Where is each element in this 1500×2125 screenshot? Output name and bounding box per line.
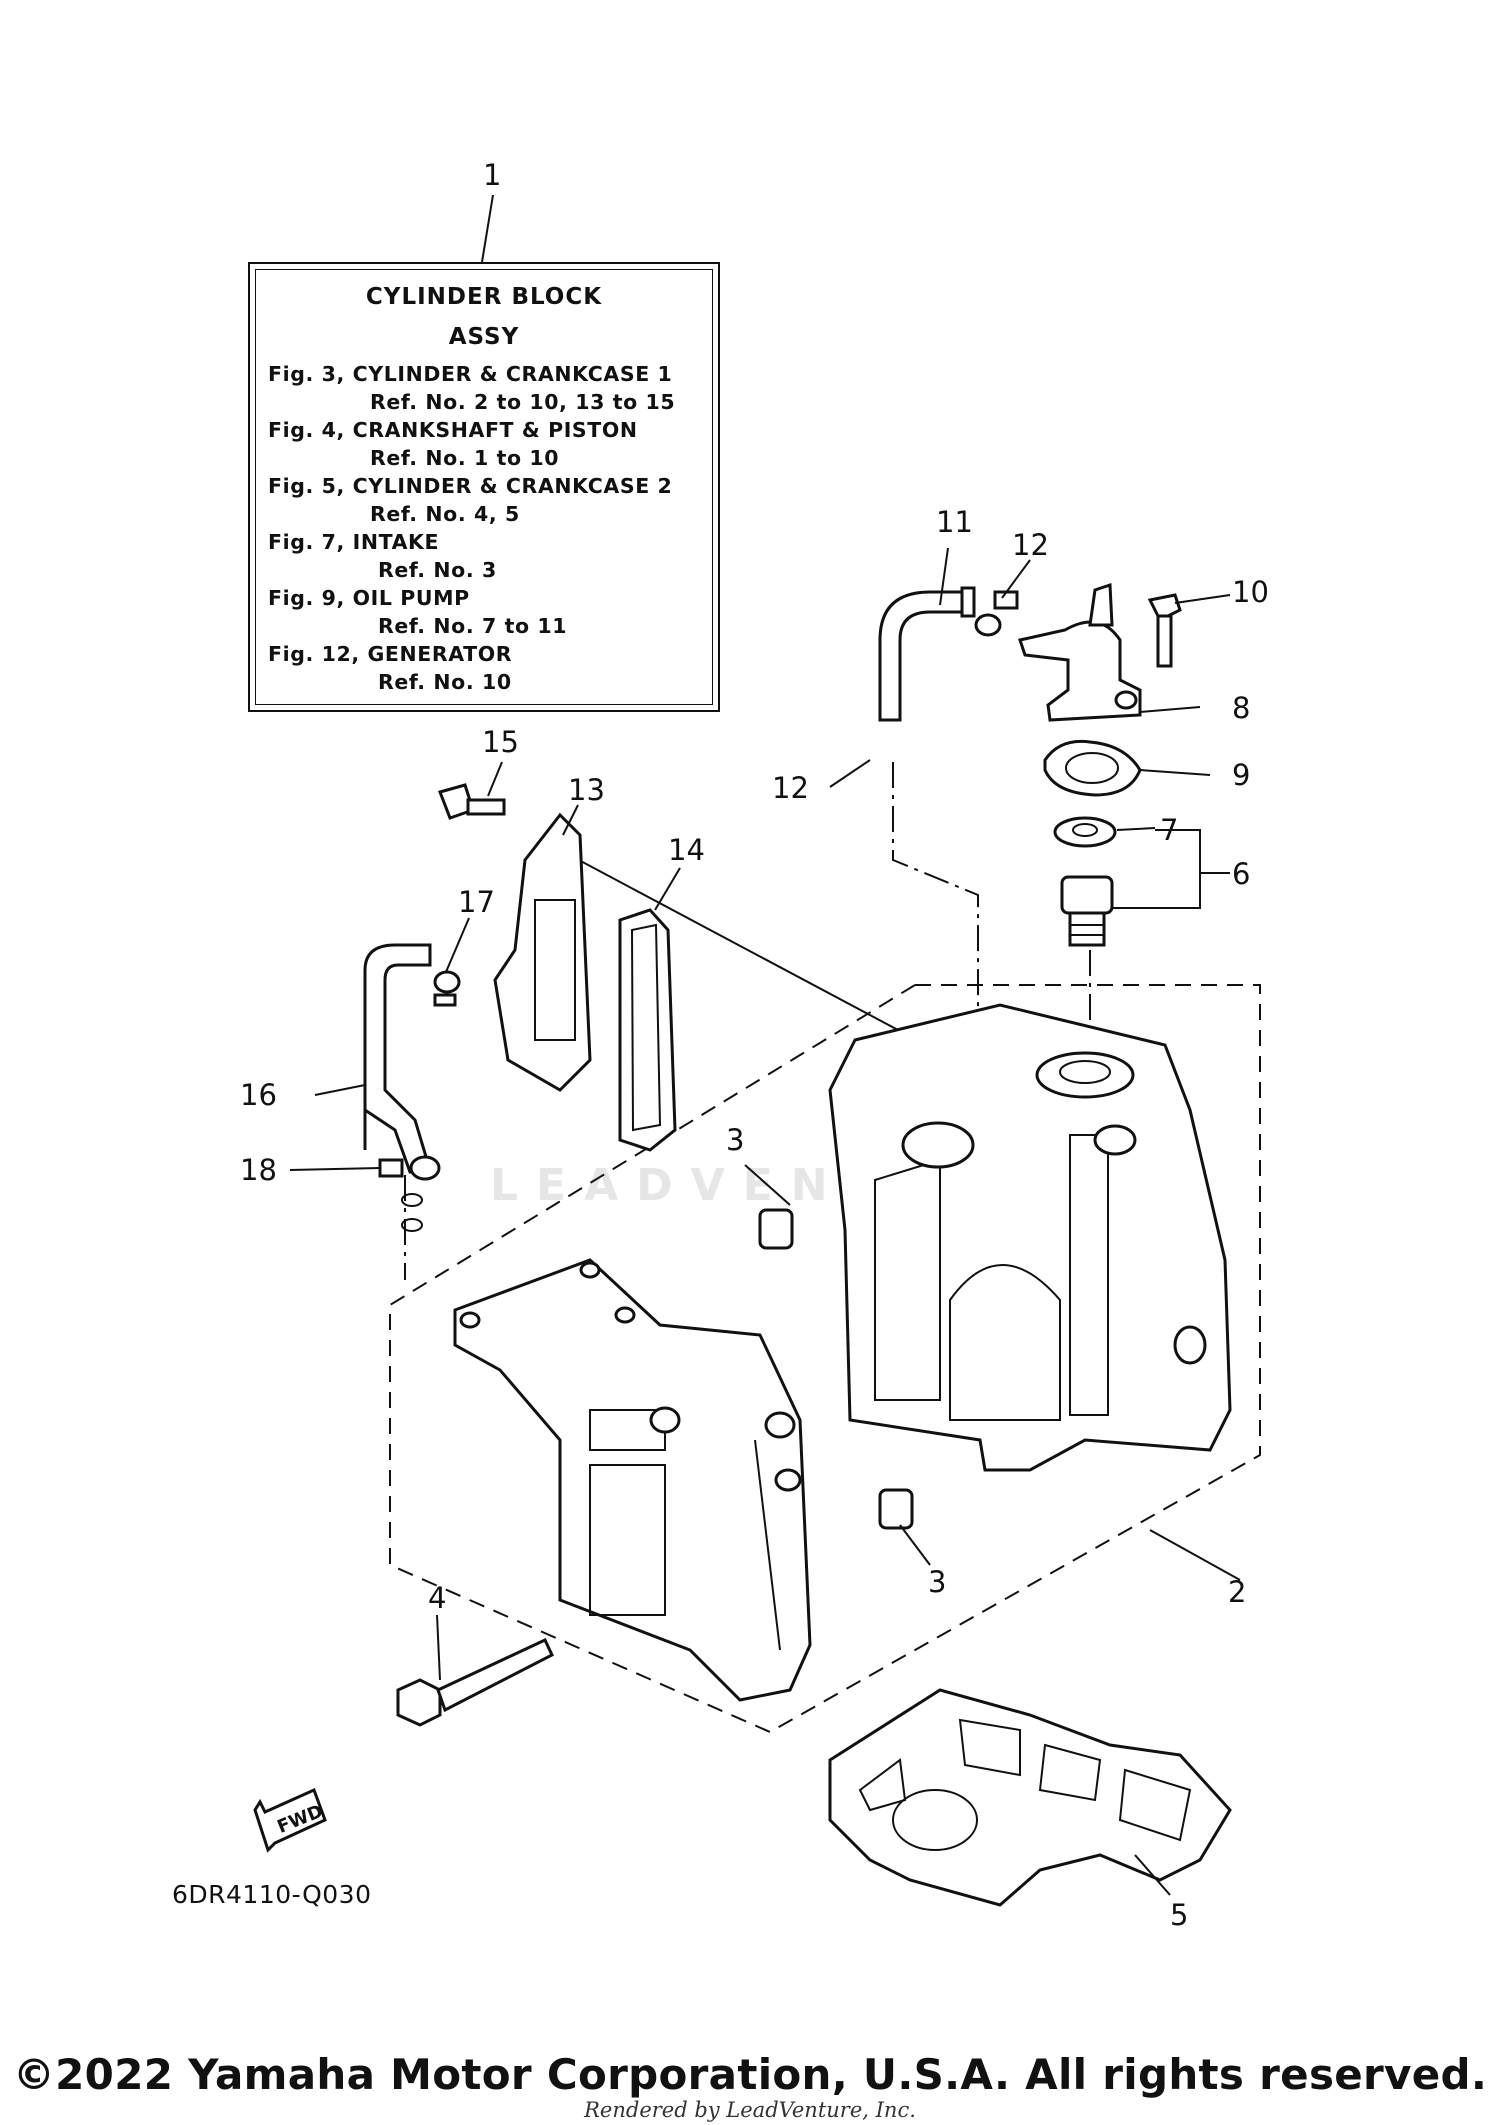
callout-8: 8 [1232,691,1250,725]
cylinder-block-2 [828,1003,1232,1472]
diagram-code: 6DR4110-Q030 [172,1880,372,1909]
copyright-notice: ©2022 Yamaha Motor Corporation, U.S.A. A… [12,2050,1488,2099]
fig-ref-line: Fig. 5, CYLINDER & CRANKCASE 2 [268,474,673,498]
info-box-subtitle: ASSY [448,324,520,350]
gasket-14 [618,908,677,1152]
thermostat-6 [1060,875,1114,947]
crankcase [453,1258,812,1702]
callout-1: 1 [483,158,501,192]
callout-16: 16 [240,1078,277,1112]
callout-6: 6 [1232,857,1250,891]
callout-3-upper: 3 [726,1123,744,1157]
callout-12-upper: 12 [1012,528,1049,562]
cover-13 [493,812,592,1092]
ref-line: Ref. No. 10 [378,670,512,694]
fig-ref-line: Fig. 4, CRANKSHAFT & PISTON [268,418,638,442]
hose-16 [363,943,432,1174]
bolt-10 [1147,593,1182,668]
callout-13: 13 [568,773,605,807]
callout-12-lower: 12 [772,771,809,805]
clip-12-upper [974,590,1019,637]
callout-18: 18 [240,1153,277,1187]
assembly-outline-block [389,984,1261,1734]
callout-15: 15 [482,725,519,759]
callout-10: 10 [1232,575,1269,609]
ref-line: Ref. No. 1 to 10 [370,446,560,470]
callout-7: 7 [1160,813,1178,847]
dowel-3-upper [758,1208,794,1250]
clip-17 [433,970,461,1007]
bolt-15 [438,783,506,820]
chain-line-12 [892,762,979,1040]
callout-2: 2 [1228,1575,1246,1609]
thermostat-cover-8 [1018,582,1142,722]
fig-ref-line: Fig. 7, INTAKE [268,530,440,554]
ref-line: Ref. No. 3 [378,558,497,582]
fig-ref-line: Fig. 3, CYLINDER & CRANKCASE 1 [268,362,673,386]
info-box-title: CYLINDER BLOCK [365,284,603,310]
assembly-info-box: CYLINDER BLOCK ASSY Fig. 3, CYLINDER & C… [248,262,720,712]
clip-18 [378,1155,441,1232]
callout-17: 17 [458,885,495,919]
bolt-axis-15 [559,849,946,1056]
callout-11: 11 [936,505,973,539]
ref-line: Ref. No. 4, 5 [370,502,520,526]
ref-line: Ref. No. 7 to 11 [378,614,568,638]
seal-7 [1053,816,1117,848]
rendered-by-note: Rendered by LeadVenture, Inc. [584,2098,916,2122]
callout-5: 5 [1170,1898,1188,1932]
callout-3-lower: 3 [928,1565,946,1599]
fig-ref-line: Fig. 12, GENERATOR [268,642,513,666]
callout-14: 14 [668,833,705,867]
gasket-9 [1043,739,1142,797]
dowel-3-lower [878,1488,914,1530]
fwd-arrow-icon: FWD [253,1787,327,1853]
fig-ref-line: Fig. 9, OIL PUMP [268,586,470,610]
bolt-4 [396,1638,554,1727]
callout-4: 4 [428,1581,446,1615]
gasket-5 [828,1688,1232,1907]
ref-line: Ref. No. 2 to 10, 13 to 15 [370,390,676,414]
callout-9: 9 [1232,758,1250,792]
leader-1 [481,194,494,263]
hose-11 [878,586,976,722]
